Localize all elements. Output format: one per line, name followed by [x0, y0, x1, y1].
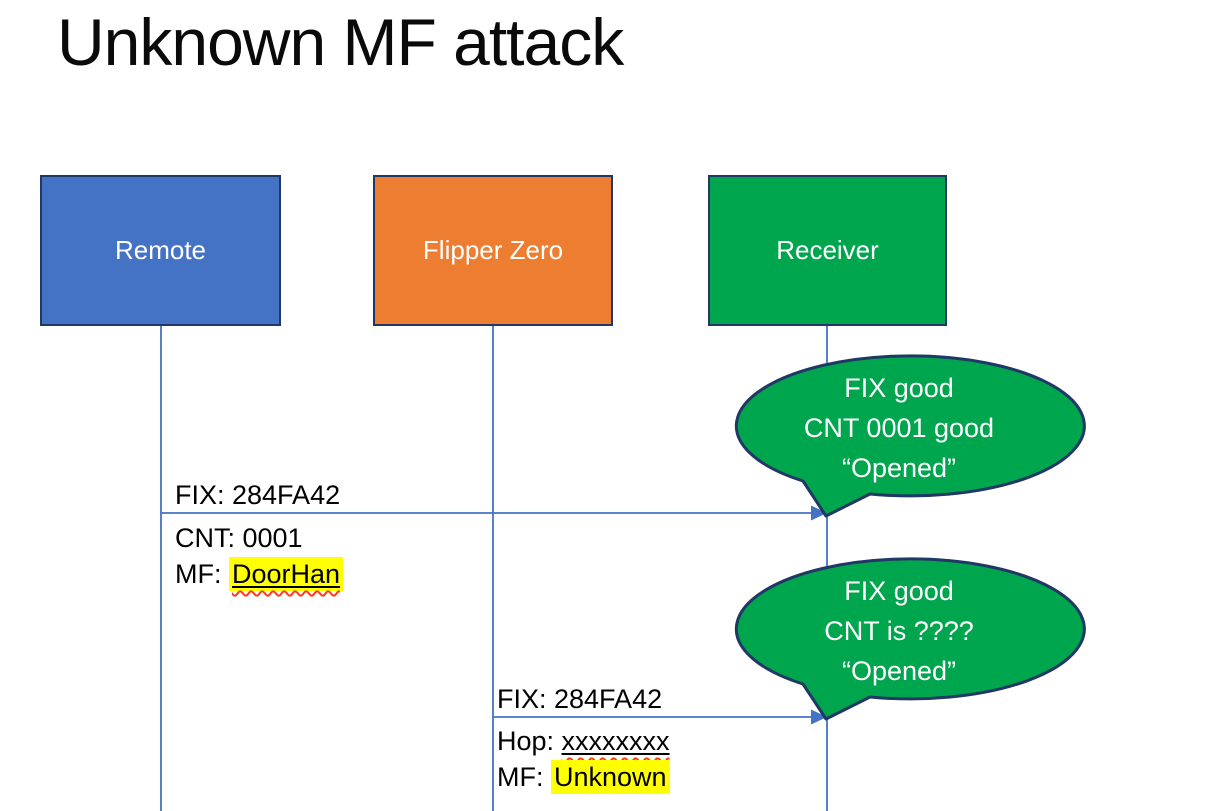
callout-bubble-1 [734, 354, 1086, 518]
actor-label-remote: Remote [114, 235, 207, 265]
callout-1-text: FIX good CNT 0001 good “Opened” [725, 368, 1073, 488]
message-2-fix-label: FIX: 284FA42 [497, 684, 663, 714]
callout-1-line-2: CNT 0001 good [803, 413, 995, 443]
message-1-mf-value-highlight: DoorHan [229, 557, 344, 591]
message-2-mf-value: Unknown [551, 760, 670, 794]
message-arrow-2-head-icon [811, 709, 827, 725]
callout-1-line-3: “Opened” [841, 453, 957, 483]
message-1-mf-label: MF: DoorHan [175, 557, 344, 591]
message-2-hop-prefix: Hop: [497, 726, 562, 756]
actor-label-flipper-zero: Flipper Zero [422, 235, 564, 265]
actor-box-remote: Remote [40, 175, 281, 326]
message-2-mf-label: MF: Unknown [497, 760, 670, 794]
message-2-hop-value: xxxxxxxx [561, 726, 670, 756]
actor-box-flipper-zero: Flipper Zero [373, 175, 613, 326]
message-1-mf-prefix: MF: [175, 559, 229, 589]
message-2-mf-prefix: MF: [497, 762, 551, 792]
callout-1-line-1: FIX good [844, 373, 954, 403]
message-1-cnt-label: CNT: 0001 [175, 523, 303, 553]
message-2-hop-label: Hop: xxxxxxxx [497, 724, 670, 758]
page-title: Unknown MF attack [57, 5, 624, 79]
message-2-hop-value-wrap: xxxxxxxx [562, 726, 670, 756]
actor-box-receiver: Receiver [708, 175, 947, 326]
message-1-mf-value: DoorHan [232, 559, 341, 589]
actor-label-receiver: Receiver [776, 235, 879, 265]
message-1-fix-label: FIX: 284FA42 [175, 480, 341, 510]
callout-2-line-3: “Opened” [841, 656, 957, 686]
callout-bubble-2 [734, 557, 1086, 721]
message-arrow-1-head-icon [811, 505, 827, 521]
callout-2-line-2: CNT is ???? [824, 616, 974, 646]
callout-2-text: FIX good CNT is ???? “Opened” [725, 571, 1073, 691]
callout-2-line-1: FIX good [844, 576, 954, 606]
